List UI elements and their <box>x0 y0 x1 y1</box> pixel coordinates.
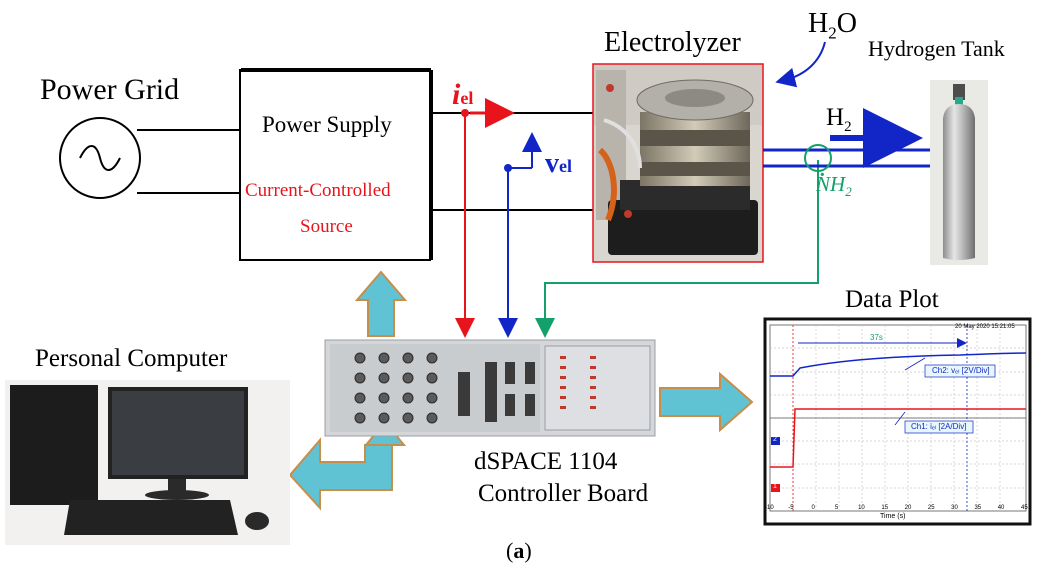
ch2-marker <box>771 437 780 445</box>
plot-x-tick: 25 <box>927 505 935 511</box>
ch1-marker-label: 1 <box>773 483 777 490</box>
power-supply-label: Power Supply <box>262 112 392 137</box>
plot-x-axis-label: Time (s) <box>880 513 906 520</box>
computer-to-supply-arrow <box>354 270 408 337</box>
flow-meter-icon <box>804 144 832 172</box>
ch1-label: Ch1: iₑₗ [2A/Div] <box>911 422 967 431</box>
power-supply-box <box>239 68 433 261</box>
plot-x-tick: 0 <box>811 505 815 511</box>
dspace-board-label: Controller Board <box>478 480 649 507</box>
ch1-marker <box>771 484 780 492</box>
data-plot <box>763 317 1032 526</box>
grid-wires <box>137 129 240 194</box>
electrolyzer-photo <box>592 63 764 263</box>
electrolyzer-label: Electrolyzer <box>604 27 741 58</box>
hydrogen-pipe <box>763 148 930 168</box>
plot-x-tick: 40 <box>997 505 1005 511</box>
dspace-board-photo <box>324 339 656 437</box>
ch2-label: Ch2: vₑₗ [2V/Div] <box>932 366 990 375</box>
power-grid-label: Power Grid <box>40 73 180 106</box>
plot-x-tick: -5 <box>788 505 794 511</box>
ac-source-icon <box>59 117 141 199</box>
voltage-signal-label: vel <box>545 148 572 179</box>
plot-x-tick: 20 <box>904 505 912 511</box>
current-controlled-label: Current-Controlled <box>245 180 391 201</box>
figure-caption: (a) <box>506 538 532 563</box>
board-to-plot-arrow <box>659 371 754 433</box>
plot-date-text: 20 May 2020 15:21:05 <box>955 324 1015 330</box>
plot-x-tick: 15 <box>881 505 889 511</box>
flow-rate-dot-icon: · <box>819 164 826 186</box>
water-label: H2O <box>808 8 857 43</box>
ch2-voltage-trace <box>770 352 1027 377</box>
ch1-current-trace <box>770 408 1026 468</box>
hydrogen-tank-photo <box>930 80 988 265</box>
plot-time-marker: 37s <box>870 333 883 342</box>
plot-x-tick: 35 <box>974 505 982 511</box>
plot-x-tick: -10 <box>765 505 774 511</box>
flow-signal-line <box>535 160 819 338</box>
plot-x-tick: 45 <box>1021 505 1028 511</box>
hydrogen-flow-label: NH2 <box>816 172 852 200</box>
source-label: Source <box>300 216 353 237</box>
ch2-marker-label: 2 <box>773 436 777 443</box>
plot-x-tick: 5 <box>834 505 839 511</box>
board-to-computer-arrow <box>288 437 393 511</box>
dspace-model-label: dSPACE 1104 <box>474 448 618 475</box>
personal-computer-photo <box>5 380 290 545</box>
hydrogen-tank-label: Hydrogen Tank <box>868 36 1005 61</box>
personal-computer-label: Personal Computer <box>35 345 228 372</box>
plot-x-tick: 10 <box>858 505 865 511</box>
data-plot-title: Data Plot <box>845 286 939 313</box>
hydrogen-label: H2 <box>826 104 852 135</box>
water-inlet-arrow <box>775 41 826 88</box>
current-signal-label: iel <box>452 78 474 111</box>
plot-x-tick: 30 <box>951 505 958 511</box>
